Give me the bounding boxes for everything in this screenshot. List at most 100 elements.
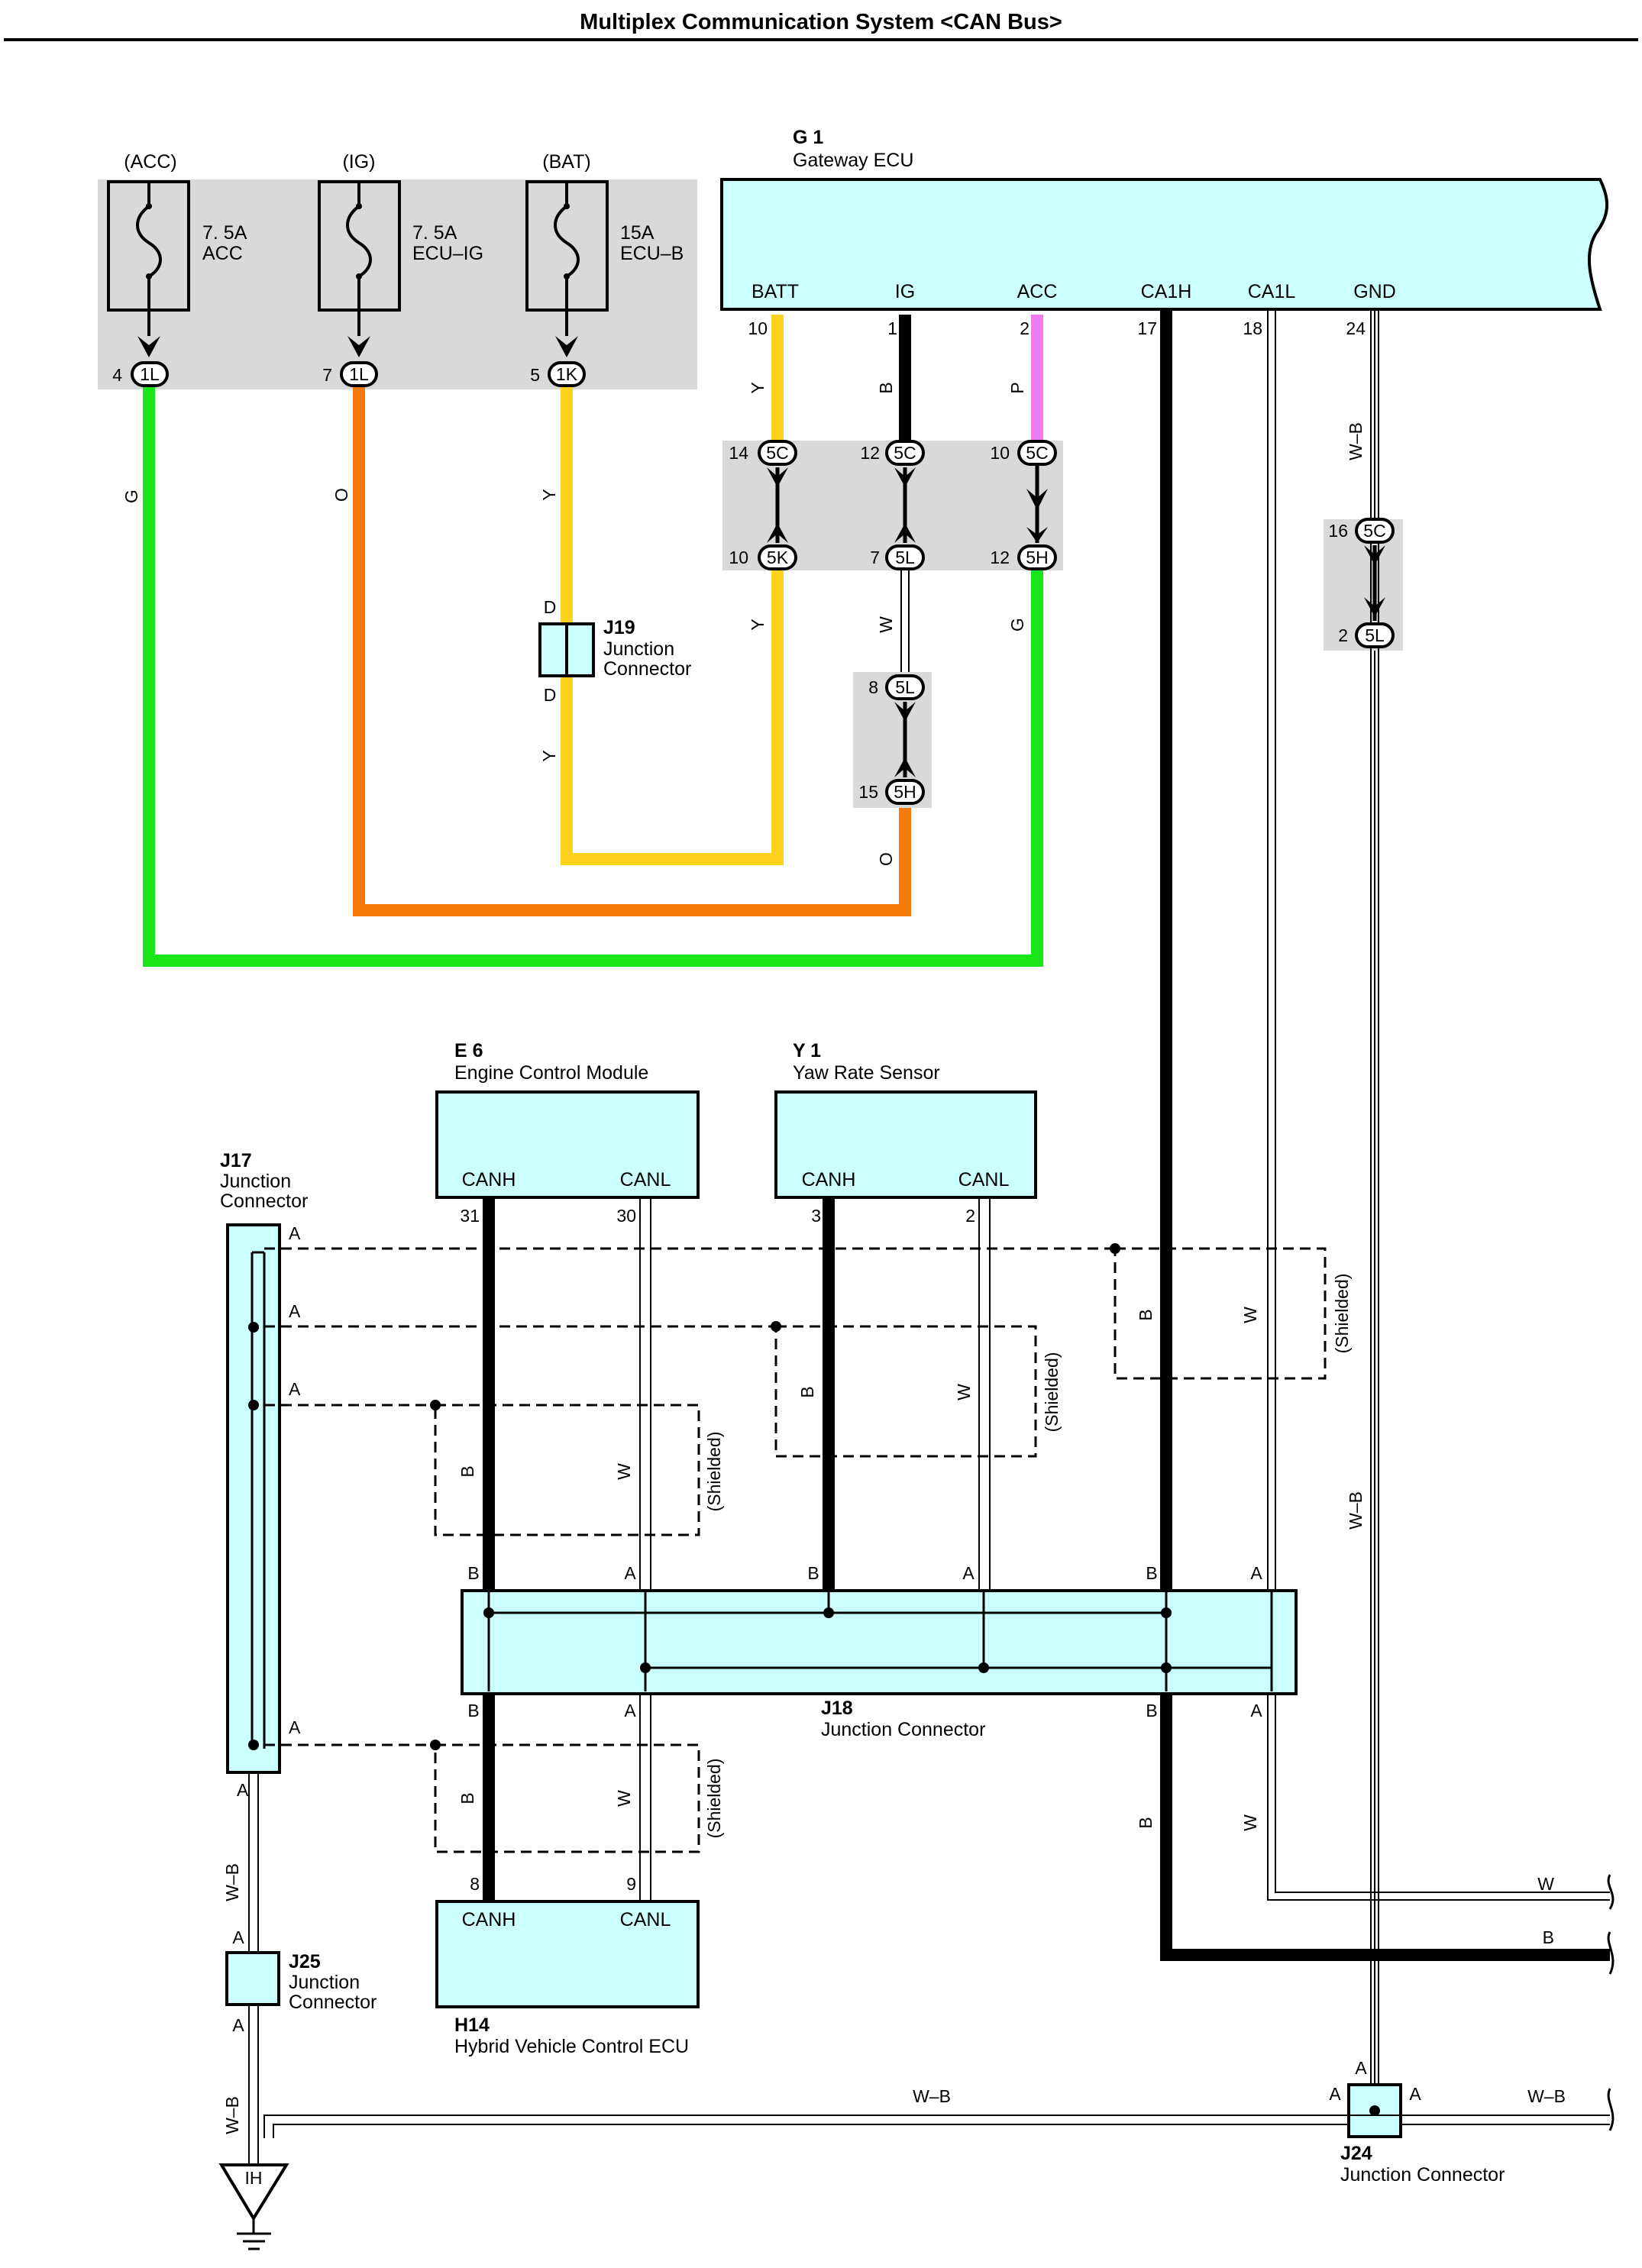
svg-text:Connector: Connector (603, 658, 691, 680)
svg-text:10: 10 (990, 443, 1010, 463)
wire-wb-label: W–B (222, 2096, 242, 2134)
pin-batt: 10 (748, 318, 768, 338)
gateway-gnd-label: GND (1353, 281, 1396, 302)
svg-text:A: A (624, 1563, 636, 1583)
wire-b-label: B (1543, 1927, 1554, 1947)
fuse-icon (136, 205, 162, 278)
svg-text:Junction Connector: Junction Connector (821, 1719, 985, 1740)
svg-text:A: A (1250, 1701, 1262, 1720)
fuse-ig-name: ECU–IG (412, 243, 483, 264)
svg-text:B: B (876, 382, 896, 393)
svg-text:CANL: CANL (958, 1169, 1010, 1191)
j25-junction-connector: A A J25 Junction Connector (225, 1927, 377, 2035)
svg-text:A: A (289, 1379, 301, 1399)
svg-text:J17: J17 (220, 1150, 252, 1171)
svg-text:(Shielded): (Shielded) (704, 1432, 724, 1512)
fuse-ig: (IG) 7. 5A ECU–IG (318, 151, 483, 336)
svg-text:W–B: W–B (1346, 422, 1366, 460)
svg-text:5L: 5L (1365, 625, 1385, 645)
svg-text:5C: 5C (1026, 443, 1048, 463)
svg-text:CANL: CANL (620, 1169, 671, 1191)
svg-text:W: W (1240, 1814, 1260, 1831)
svg-text:A: A (1409, 2084, 1421, 2104)
svg-text:7: 7 (870, 548, 880, 567)
pin-acc: 2 (1020, 318, 1029, 338)
svg-text:Y: Y (539, 489, 559, 500)
svg-text:Yaw Rate Sensor: Yaw Rate Sensor (793, 1062, 940, 1084)
svg-text:10: 10 (729, 548, 748, 567)
svg-text:A: A (962, 1563, 975, 1583)
wire-wb-label: W–B (222, 1863, 242, 1901)
svg-text:(Shielded): (Shielded) (1332, 1274, 1352, 1354)
svg-text:Y: Y (748, 382, 768, 393)
svg-text:J24: J24 (1340, 2143, 1372, 2164)
svg-text:O: O (876, 852, 896, 866)
svg-text:8: 8 (868, 677, 878, 697)
svg-text:J19: J19 (603, 617, 635, 638)
svg-text:5L: 5L (895, 677, 915, 697)
pin-ca1h: 17 (1137, 318, 1157, 338)
fuse-bat-name: ECU–B (620, 243, 684, 264)
fuse-acc: (ACC) 7. 5A ACC (107, 151, 247, 336)
svg-text:A: A (1329, 2084, 1341, 2104)
shield-labels: B W (Shielded) B W (Shielded) B W (Shiel… (457, 1274, 1352, 1839)
j18-junction-connector: B A B A B A B A B A J18 Junction Connect… (461, 1563, 1298, 1740)
svg-text:B: B (1136, 1309, 1156, 1320)
wire-orange-ig (353, 386, 911, 916)
svg-text:3: 3 (811, 1206, 821, 1226)
svg-text:B: B (807, 1563, 819, 1583)
wire-green-acc (143, 386, 1043, 967)
svg-text:B: B (1146, 1563, 1157, 1583)
svg-text:12: 12 (860, 443, 880, 463)
fuse-ig-source: (IG) (342, 151, 375, 173)
svg-text:A: A (1250, 1563, 1262, 1583)
fuse-panel (98, 179, 697, 389)
svg-text:Junction Connector: Junction Connector (1340, 2164, 1505, 2186)
svg-text:A: A (237, 1780, 249, 1800)
svg-text:5C: 5C (894, 443, 916, 463)
fuse-bat-rating: 15A (620, 222, 655, 244)
h14-hybrid-vehicle-control-ecu: CANH CANL 8 9 H14 Hybrid Vehicle Control… (435, 1874, 700, 2057)
pin-ca1l: 18 (1243, 318, 1262, 338)
wire-ca1h (1160, 311, 1610, 1961)
svg-text:J25: J25 (289, 1951, 321, 1972)
svg-text:D: D (544, 597, 557, 617)
svg-text:15: 15 (858, 782, 878, 802)
svg-text:1L: 1L (140, 364, 160, 384)
svg-text:Engine Control Module: Engine Control Module (454, 1062, 648, 1084)
svg-text:5L: 5L (895, 548, 915, 567)
svg-text:W: W (1240, 1307, 1260, 1323)
svg-text:5H: 5H (894, 782, 916, 802)
svg-text:5K: 5K (767, 548, 789, 567)
svg-text:1L: 1L (349, 364, 369, 384)
y1-yaw-rate-sensor: Y 1 Yaw Rate Sensor CANH CANL 3 2 (774, 1040, 1037, 1226)
svg-text:W–B: W–B (1346, 1491, 1366, 1530)
svg-text:7: 7 (322, 365, 332, 385)
svg-text:A: A (1355, 2058, 1367, 2078)
svg-text:P: P (1007, 382, 1027, 393)
j24-junction-connector: A A A J24 Junction Connector (1329, 2058, 1505, 2186)
svg-text:A: A (232, 1927, 244, 1947)
gateway-ca1l-label: CA1L (1248, 281, 1296, 302)
svg-text:8: 8 (470, 1874, 480, 1894)
gateway-ecu: G 1 Gateway ECU BATT IG ACC CA1H CA1L GN… (720, 127, 1609, 311)
svg-text:Connector: Connector (289, 1992, 377, 2013)
svg-text:16: 16 (1328, 521, 1348, 541)
wire-wb-label: W–B (913, 2086, 951, 2106)
gateway-ig-label: IG (895, 281, 915, 302)
svg-text:5C: 5C (766, 443, 788, 463)
j17-junction-connector: J17 Junction Connector A A A A A (220, 1150, 308, 1800)
svg-text:A: A (289, 1223, 301, 1243)
svg-text:14: 14 (729, 443, 748, 463)
svg-text:E 6: E 6 (454, 1040, 483, 1061)
svg-text:2: 2 (1338, 625, 1348, 645)
svg-text:Y: Y (748, 619, 768, 630)
svg-text:D: D (544, 685, 557, 705)
svg-text:B: B (457, 1465, 477, 1477)
svg-text:5H: 5H (1026, 548, 1048, 567)
svg-text:CANH: CANH (462, 1169, 516, 1191)
fuse-icon (554, 205, 580, 278)
svg-text:B: B (797, 1386, 817, 1397)
svg-text:Junction: Junction (220, 1171, 291, 1192)
svg-text:G: G (1007, 618, 1027, 632)
